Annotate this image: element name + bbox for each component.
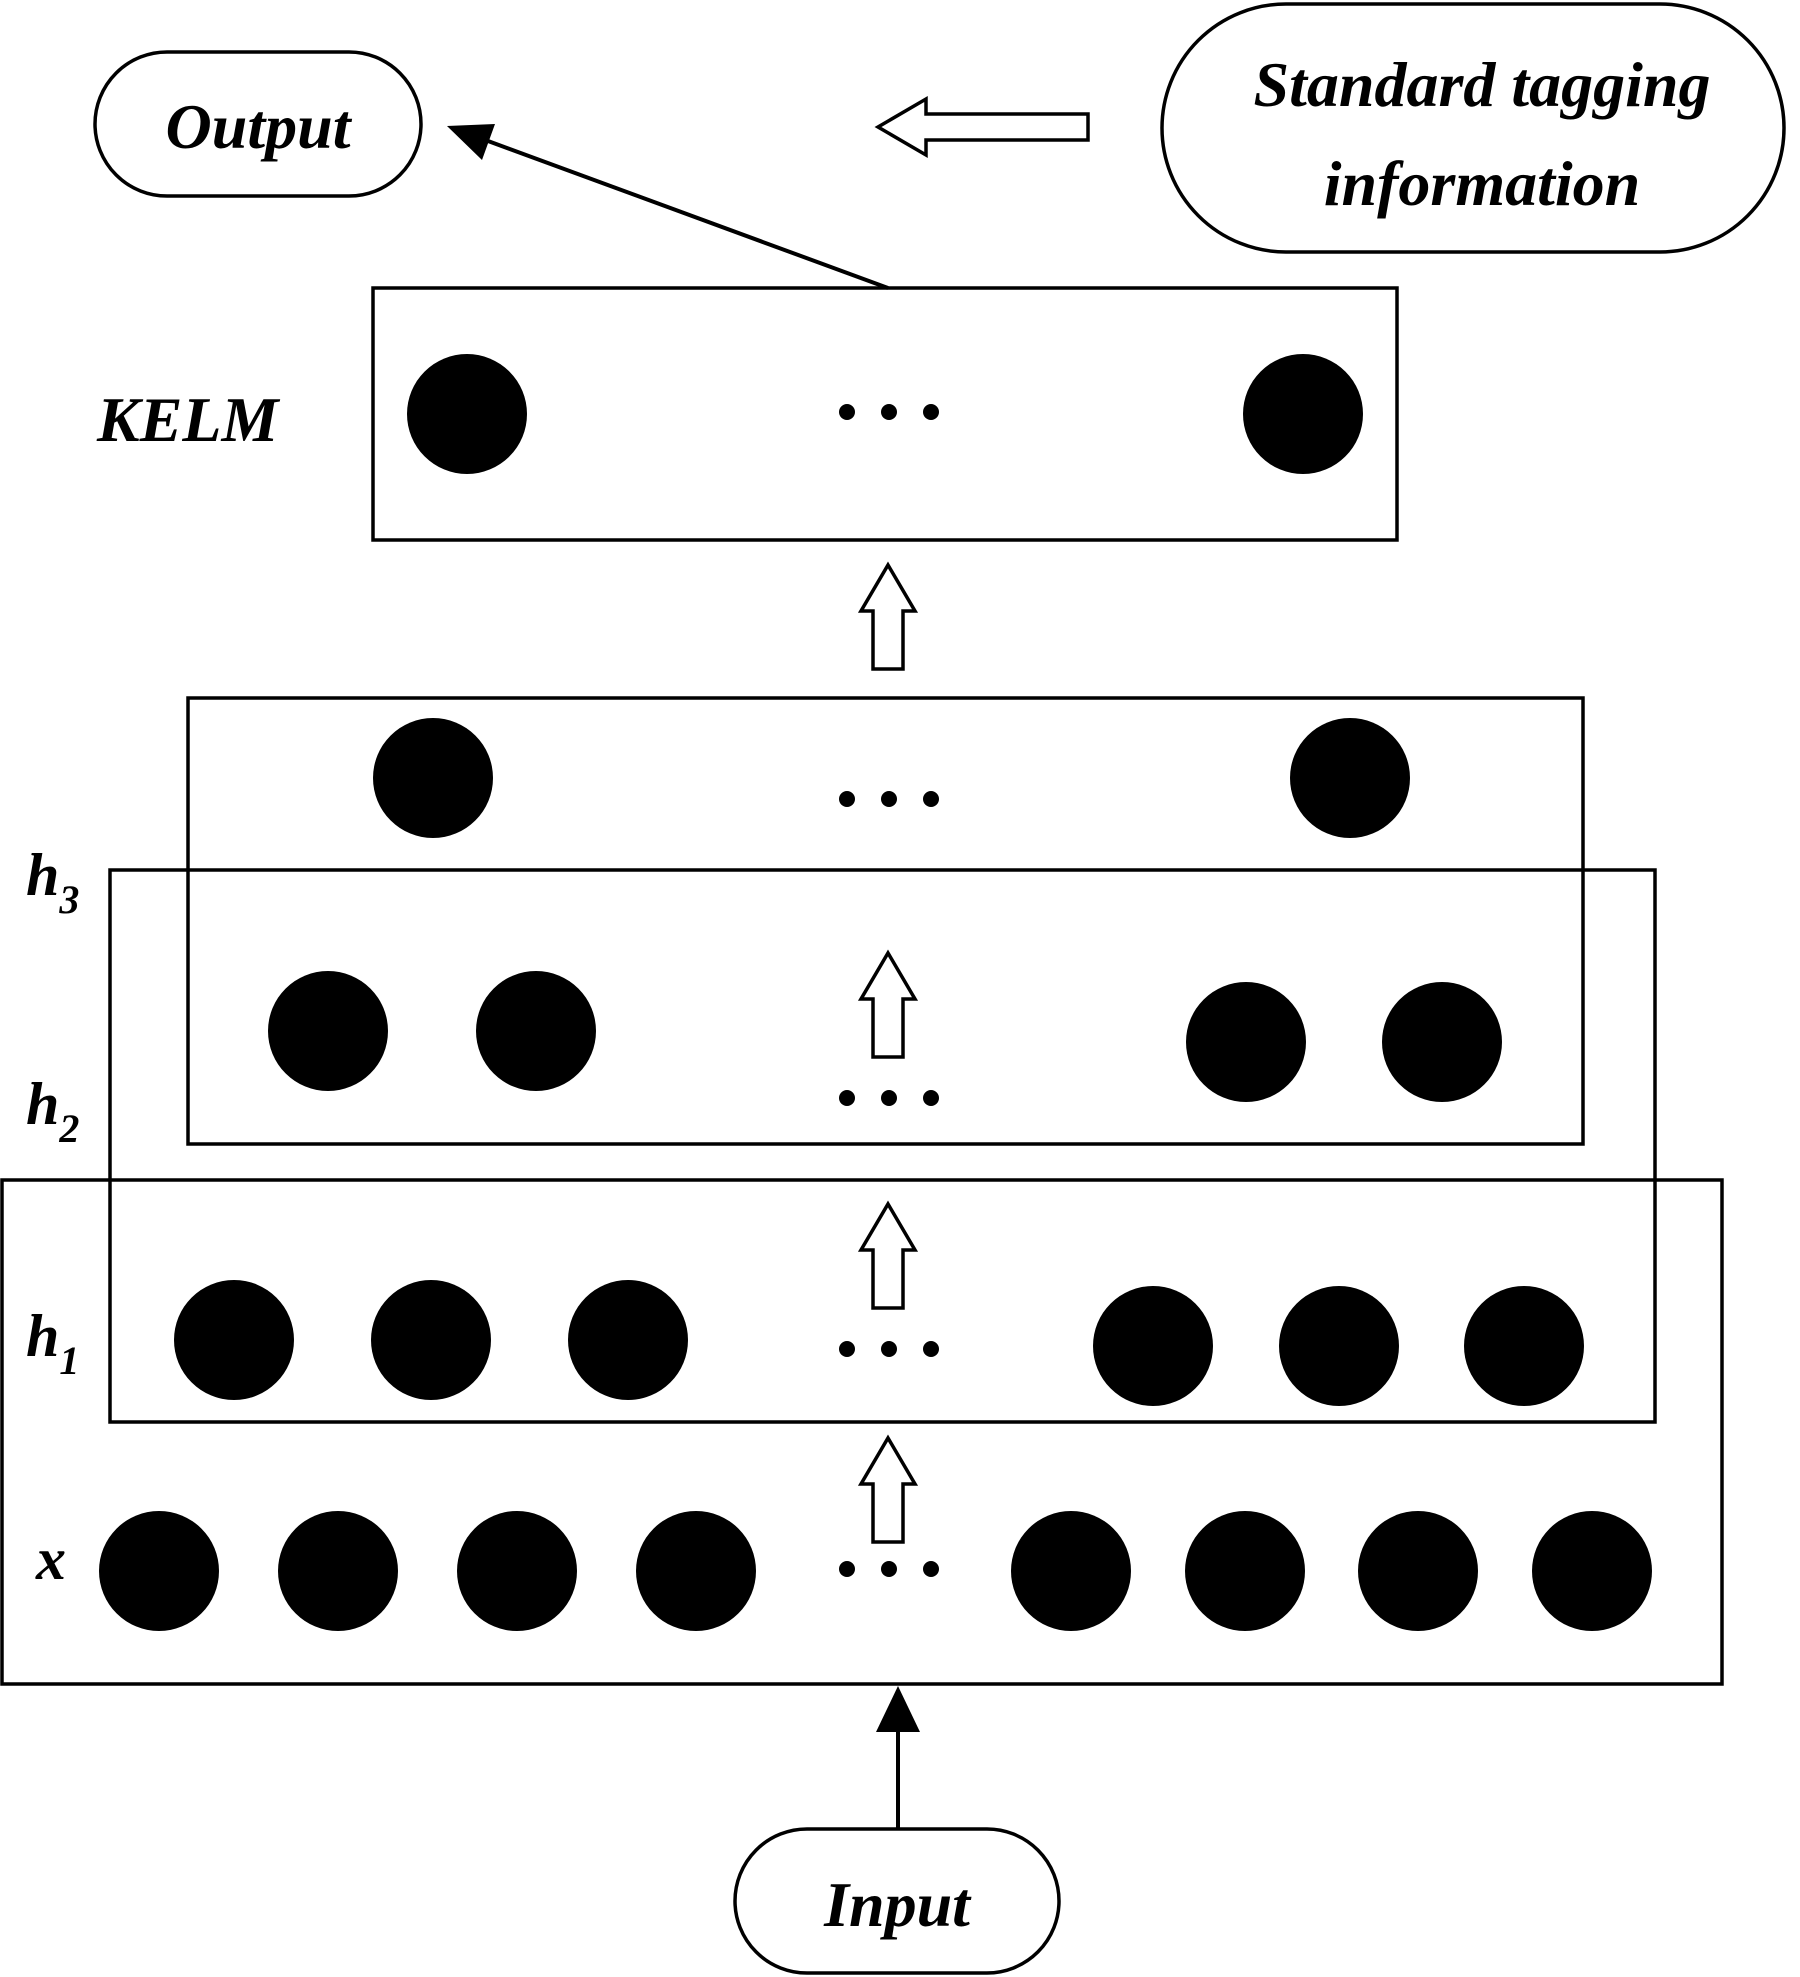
h1-ellipsis [839,1341,939,1357]
output-arrowhead-icon [447,124,495,160]
x-layer-box [0,1178,1724,1686]
x-node [636,1511,756,1631]
x-node [278,1511,398,1631]
kelm-ellipsis [839,404,939,420]
standard-tagging-label-line1: Standard tagging [1253,49,1710,120]
standard-tagging-label-line2: information [1324,148,1641,219]
h1-node [1464,1286,1584,1406]
hollow-up-arrow-icon [857,949,919,1059]
input-arrowhead-icon [876,1686,920,1732]
x-node [457,1511,577,1631]
h1-node [1279,1286,1399,1406]
h1-label-sub: 1 [59,1338,79,1383]
hollow-up-arrow-icon [857,1434,919,1544]
h2-node [268,971,388,1091]
h3-label-base: h [26,842,59,908]
standard-tagging-node [1160,2,1786,254]
hollow-up-arrow-icon [857,561,919,671]
x-node [1185,1511,1305,1631]
output-arrow-line [487,139,889,290]
input-label: Input [823,1869,972,1940]
x-node [1011,1511,1131,1631]
h1-node [174,1280,294,1400]
h2-node [476,971,596,1091]
h1-label: h1 [26,1303,79,1383]
h2-node [1186,982,1306,1102]
h1-node [1093,1286,1213,1406]
kelm-node [407,354,527,474]
kelm-node [1243,354,1363,474]
h1-label-base: h [26,1303,59,1369]
h3-node [373,718,493,838]
h2-label-base: h [26,1071,59,1137]
output-label: Output [166,91,353,162]
x-node [1358,1511,1478,1631]
hollow-left-arrow-icon [874,95,1090,159]
x-label: x [35,1526,66,1592]
output-node [93,50,423,198]
h1-layer-box [108,868,1657,1424]
h2-node [1382,982,1502,1102]
h1-node [568,1280,688,1400]
x-node [1532,1511,1652,1631]
h1-node [371,1280,491,1400]
h3-node [1290,718,1410,838]
h2-label: h2 [26,1071,79,1151]
kelm-label: KELM [96,384,280,455]
h3-label-sub: 3 [58,877,79,922]
h3-label: h3 [26,842,79,922]
h2-layer-box [186,696,1585,1146]
h3-ellipsis [839,791,939,807]
h2-label-sub: 2 [58,1106,79,1151]
x-node [99,1511,219,1631]
input-node [733,1827,1061,1975]
hollow-up-arrow-icon [857,1200,919,1310]
x-ellipsis [839,1561,939,1577]
h2-ellipsis [839,1090,939,1106]
